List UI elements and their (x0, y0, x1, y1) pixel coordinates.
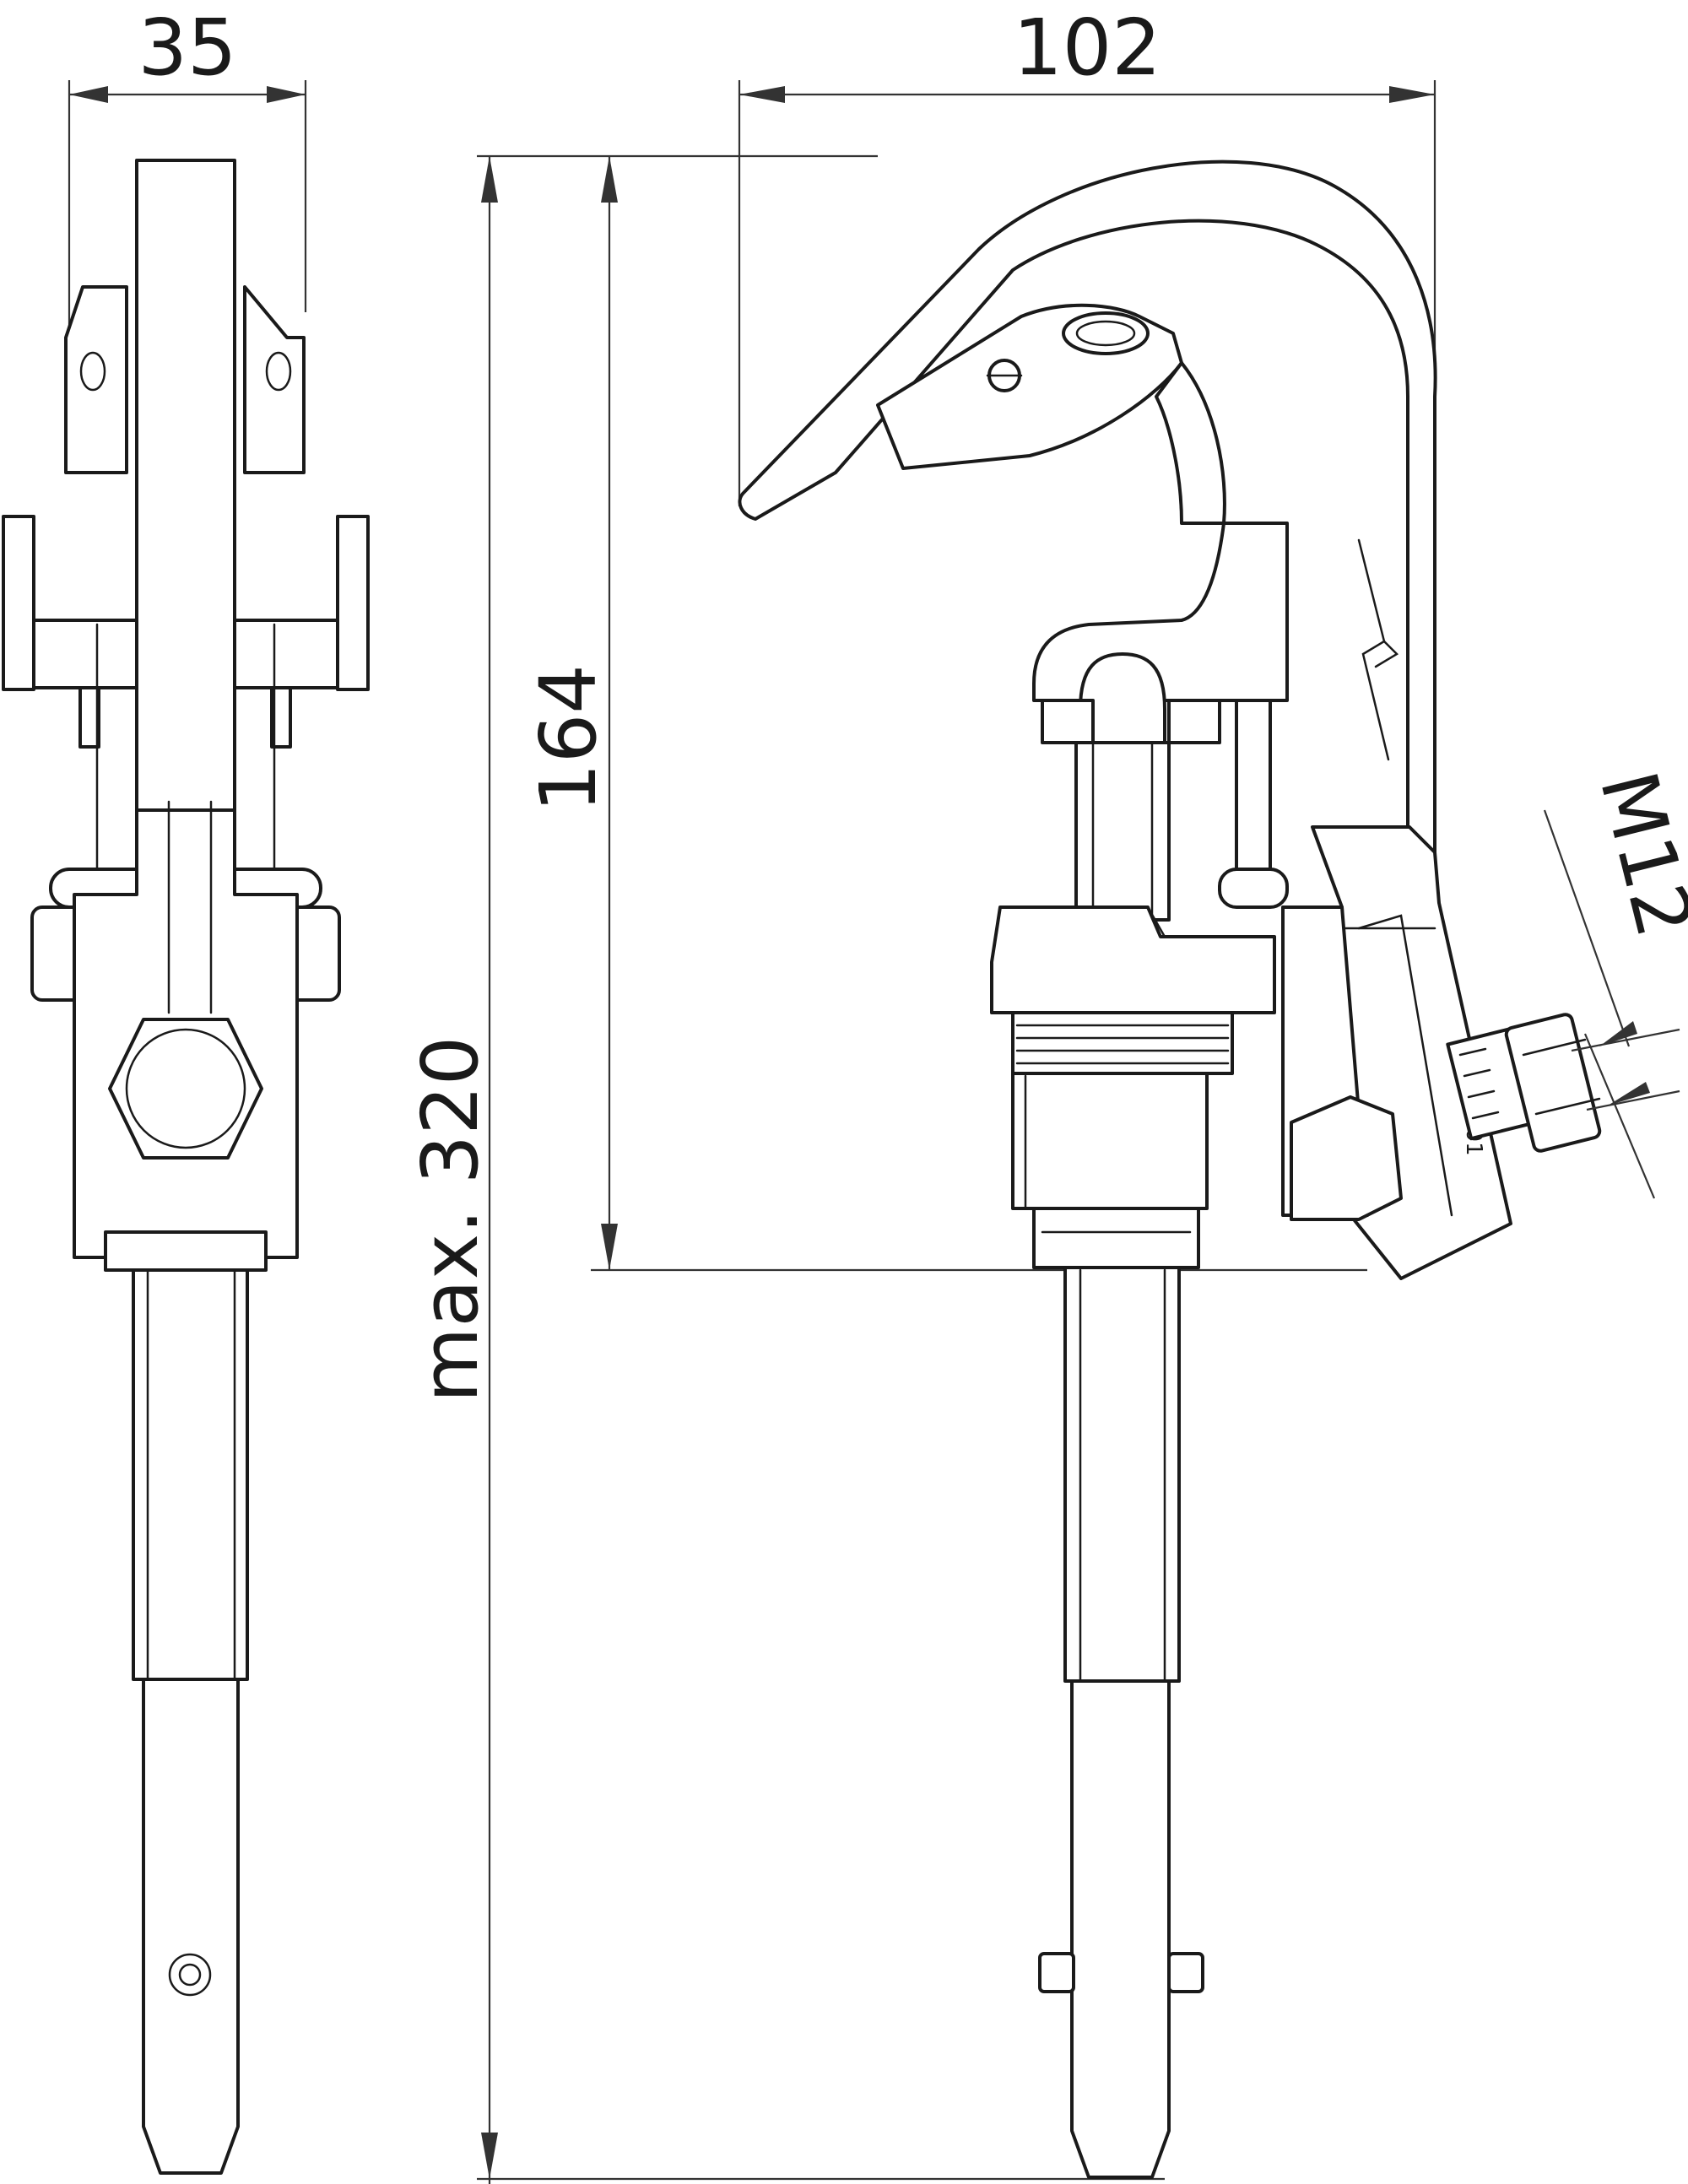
dim-max-320-label: max. 320 (405, 1036, 495, 1403)
clamp-head (1032, 522, 1289, 702)
side-view: 35 (2, 3, 370, 2175)
front-base-block (990, 905, 1276, 1014)
side-pin (142, 1678, 240, 2175)
front-pin (1070, 1679, 1171, 2179)
lightning-symbol-icon (1357, 538, 1399, 761)
front-rod (1063, 1266, 1181, 1683)
dim-m12-label: M12 (1582, 763, 1688, 946)
side-wing-left (2, 515, 35, 691)
pin-lug-left (1038, 1952, 1075, 1993)
side-upper-clamp-right (243, 285, 306, 474)
dim-35-label: 35 (138, 3, 236, 93)
dimension-164: 164 (477, 154, 1367, 1272)
side-upper-clamp (64, 285, 128, 474)
dimension-35: 35 (68, 3, 307, 338)
pin-lug-right (1167, 1952, 1204, 1993)
side-wing-right (336, 515, 370, 691)
dimension-102: 102 (738, 3, 1436, 895)
hook (738, 159, 1437, 867)
side-rod (132, 1268, 249, 1681)
side-top-tab (135, 159, 236, 879)
clamp-dome (1079, 652, 1166, 744)
dim-164-label: 164 (523, 664, 614, 813)
dimension-max-320: max. 320 (405, 156, 1165, 2184)
side-pin-hole (168, 1953, 212, 1997)
dim-102-label: 102 (1013, 3, 1161, 93)
side-hex-nut (108, 1018, 263, 1160)
m12-bolt (1446, 1013, 1602, 1153)
front-view: 102 784801 (738, 3, 1688, 2179)
